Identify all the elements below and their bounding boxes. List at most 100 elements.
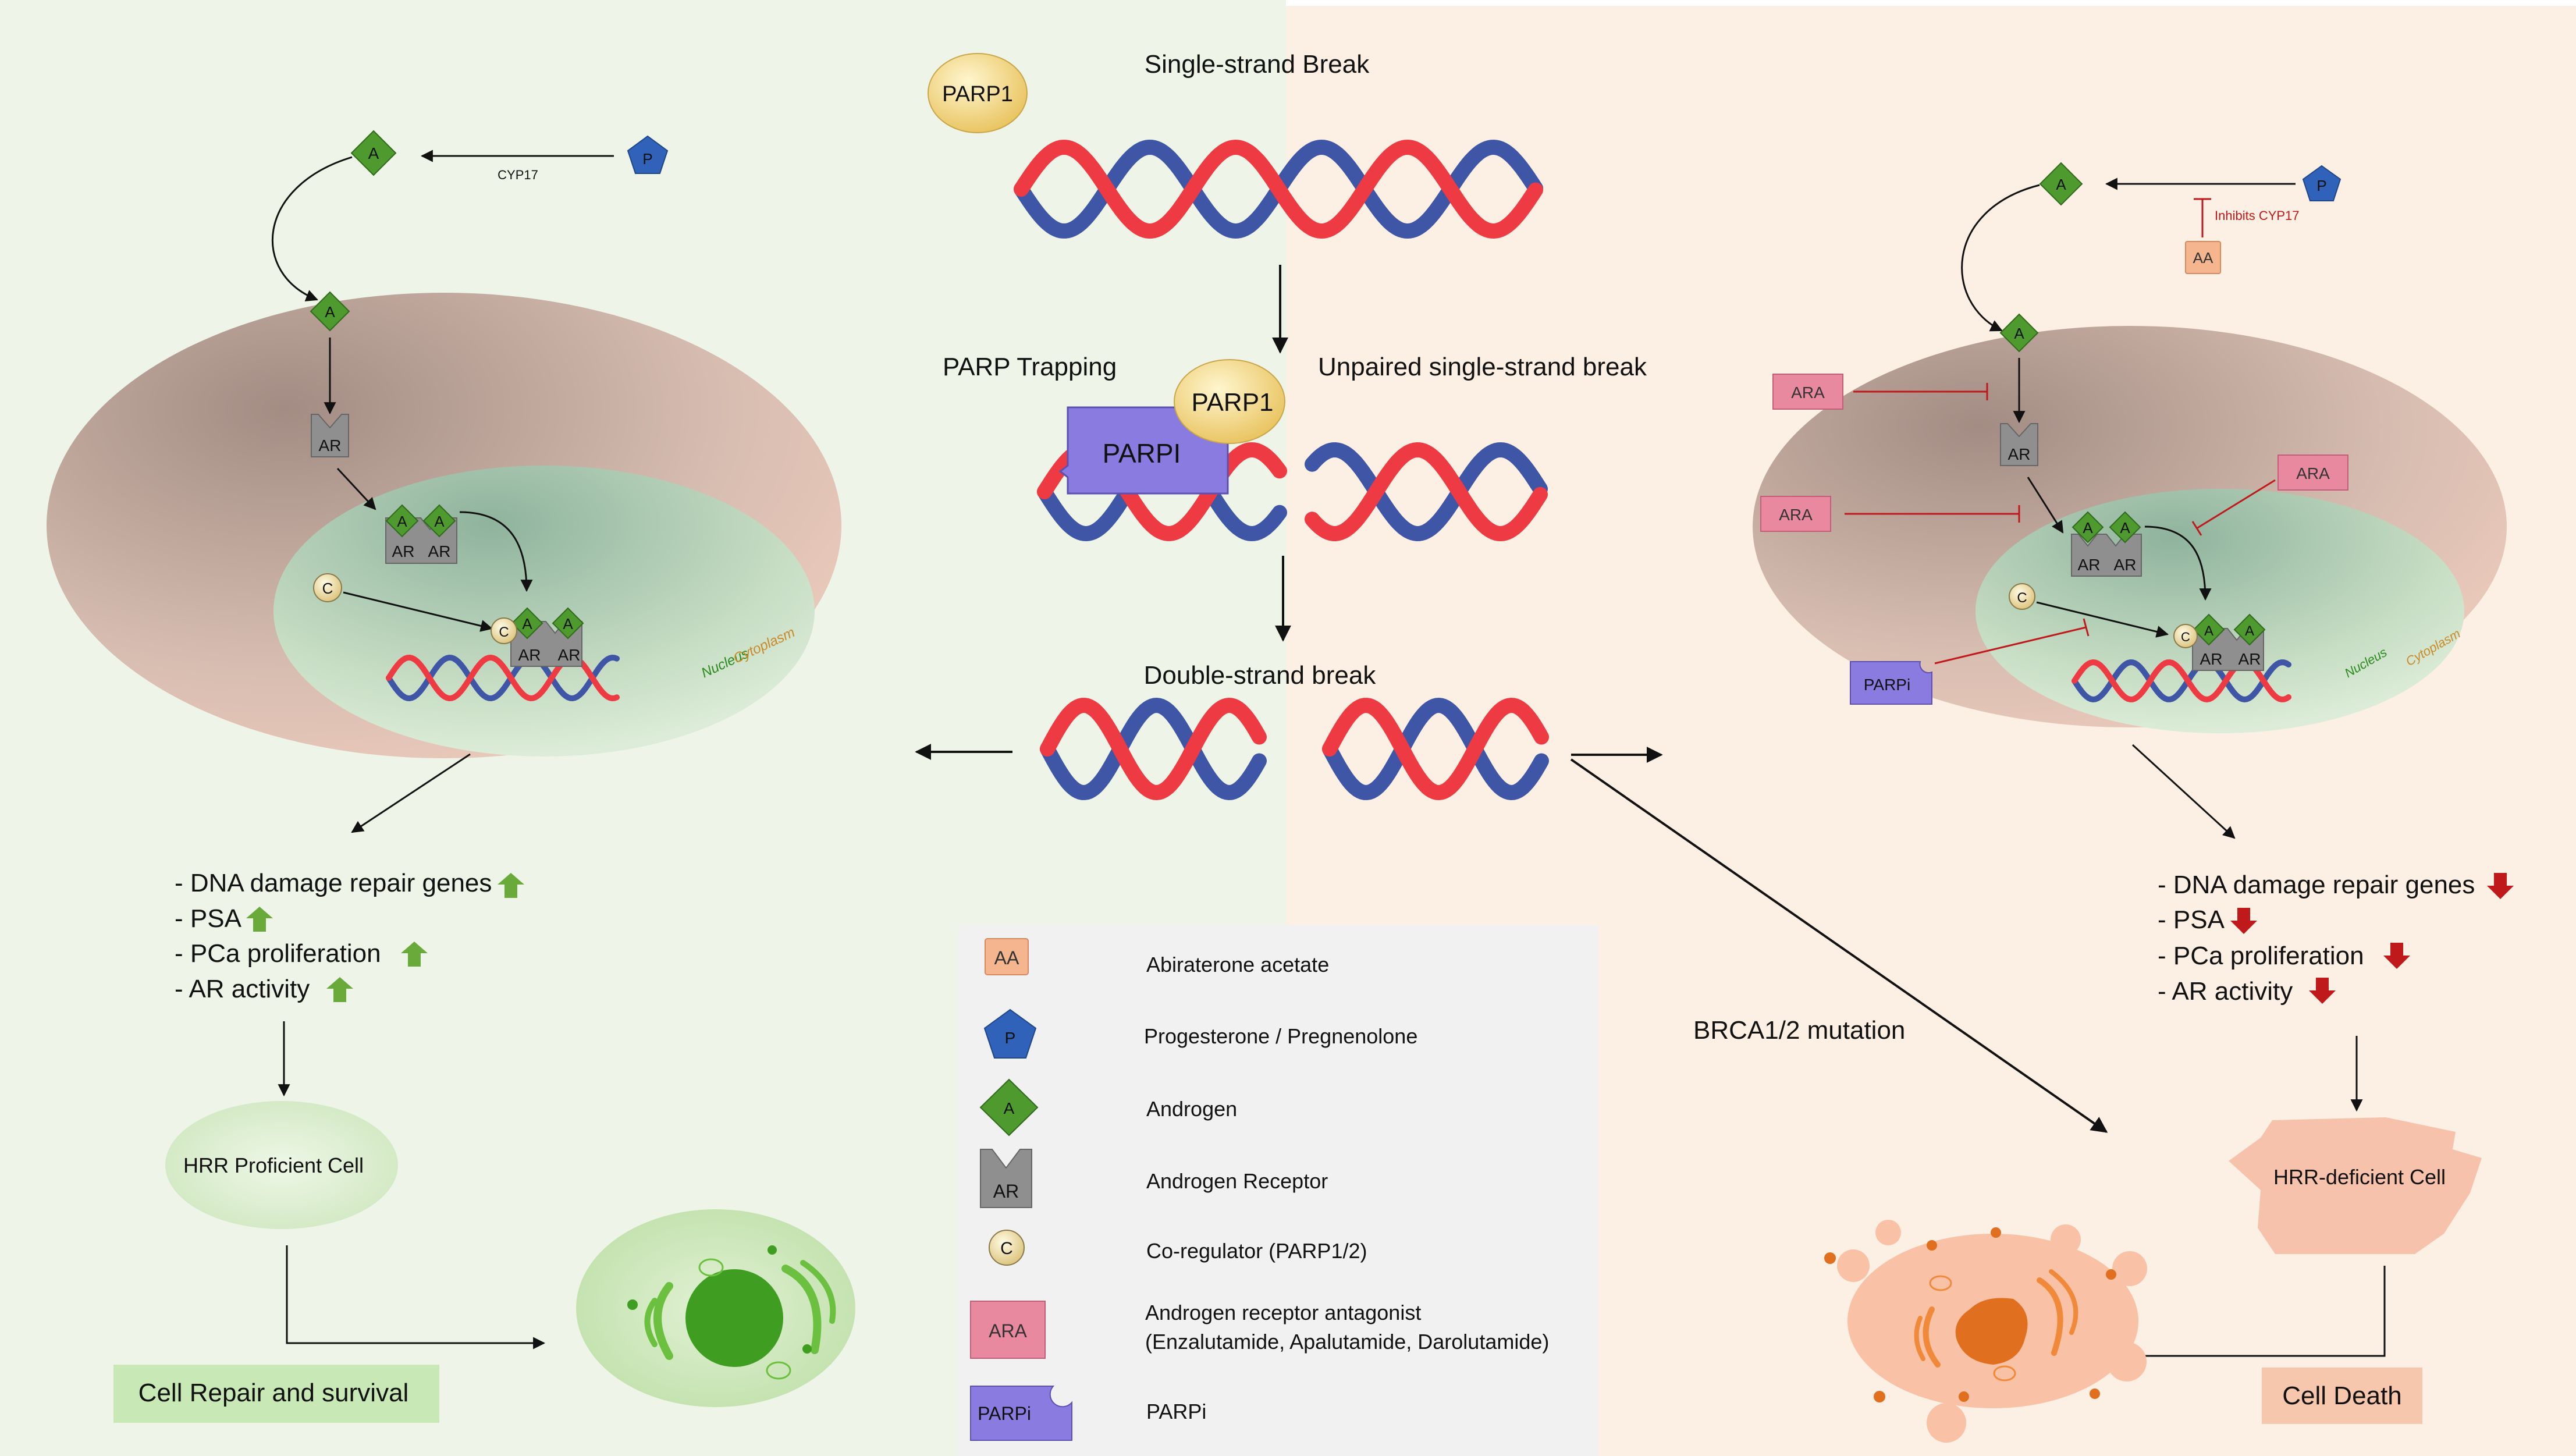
- svg-text:AR: AR: [428, 542, 451, 560]
- legend-label-ara: Androgen receptor antagonist: [1145, 1301, 1421, 1324]
- apoptotic-cell-icon: [1824, 1220, 2147, 1443]
- dna-helix-intact: [1014, 139, 1543, 239]
- cyp17-label: CYP17: [498, 168, 538, 182]
- right-effects-list: - DNA damage repair genes - PSA - PCa pr…: [2158, 871, 2514, 1006]
- dna-strand-blue: [386, 654, 620, 702]
- right-ar-dimer: A A AR AR: [2071, 511, 2142, 577]
- up-arrow-icon: [401, 942, 428, 967]
- parpi-trapping-box: PARPI: [1058, 406, 1229, 495]
- svg-text:ARA: ARA: [2296, 464, 2330, 482]
- dna-strand-red: [1322, 697, 1549, 801]
- svg-text:C: C: [322, 580, 333, 597]
- right-androgen-top: A: [2039, 162, 2083, 206]
- svg-text:A: A: [2245, 623, 2254, 639]
- svg-text:AA: AA: [994, 947, 1019, 968]
- svg-text:A: A: [397, 513, 407, 530]
- svg-text:AR: AR: [993, 1181, 1019, 1202]
- arrow-c-to-complex-right: [2036, 601, 2169, 638]
- right-androgen-receptor: AR: [2000, 423, 2038, 466]
- right-abiraterone: AA: [2185, 241, 2221, 274]
- left-androgen-top: A: [350, 130, 397, 176]
- left-androgen-in-cell: A: [310, 291, 350, 332]
- right-effect-ddr-genes: - DNA damage repair genes: [2158, 871, 2475, 899]
- svg-text:A: A: [1004, 1099, 1015, 1117]
- parp1-enzyme-top: PARP1: [928, 53, 1028, 133]
- left-nucleus: [273, 466, 815, 757]
- arrow-ar-to-complex-right: [2027, 477, 2064, 534]
- svg-text:PARPi: PARPi: [978, 1403, 1031, 1424]
- arrow-c-to-complex-left: [343, 591, 493, 632]
- svg-text:A: A: [2120, 519, 2130, 537]
- dna-strand-blue: [1305, 442, 1548, 542]
- legend-label-androgen: Androgen: [1146, 1097, 1237, 1121]
- dna-strand-red: [1305, 442, 1548, 542]
- step-double-strand-break: Double-strand break: [1144, 661, 1377, 690]
- svg-text:ARA: ARA: [1779, 506, 1813, 524]
- legend-box: [958, 925, 1598, 1456]
- right-outcome-banner: Cell Death: [2262, 1368, 2422, 1424]
- dna-strand-blue: [1040, 697, 1267, 801]
- legend-symbol-coregulator: C: [989, 1230, 1025, 1266]
- left-effects-list: - DNA damage repair genes - PSA - PCa pr…: [175, 869, 524, 1003]
- dna-fragment-left: [1040, 697, 1267, 801]
- legend-label-parpi: PARPi: [1146, 1400, 1206, 1423]
- svg-text:A: A: [368, 144, 379, 162]
- svg-text:P: P: [642, 150, 652, 168]
- svg-text:A: A: [434, 513, 445, 530]
- svg-text:A: A: [522, 615, 532, 633]
- right-effect-ar-activity: - AR activity: [2158, 977, 2293, 1006]
- hrr-proficient-cell: HRR Proficient Cell: [165, 1101, 398, 1229]
- svg-text:AR: AR: [319, 436, 342, 454]
- svg-text:P: P: [1005, 1029, 1016, 1047]
- left-ar-dimer: A A AR AR: [385, 504, 457, 564]
- svg-text:PARPI: PARPI: [1103, 438, 1181, 468]
- arrow-androgen-into-cell-right: [1961, 184, 2040, 332]
- dna-strand-red: [1014, 139, 1543, 239]
- svg-text:AR: AR: [518, 646, 541, 664]
- svg-text:AR: AR: [2078, 556, 2101, 574]
- svg-text:AR: AR: [2239, 650, 2261, 668]
- right-nucleus: [1975, 489, 2464, 733]
- legend-label-abiraterone: Abiraterone acetate: [1146, 953, 1329, 976]
- svg-text:AR: AR: [2114, 556, 2137, 574]
- svg-text:AR: AR: [558, 646, 581, 664]
- left-androgen-receptor: AR: [311, 414, 349, 457]
- parpi-inhibitor: PARPi: [1850, 661, 1932, 705]
- down-arrow-icon: [2383, 943, 2410, 969]
- inhibit-line-ara-2: [1845, 505, 2020, 523]
- left-effect-psa: - PSA: [175, 904, 242, 933]
- svg-text:PARP1: PARP1: [942, 82, 1013, 106]
- arrow-brca-to-hrr-deficient: [1570, 758, 2108, 1133]
- legend-label-coregulator: Co-regulator (PARP1/2): [1146, 1239, 1367, 1263]
- inhibit-line-ara-1: [1853, 383, 1988, 400]
- svg-text:Cell Repair and survival: Cell Repair and survival: [138, 1379, 409, 1407]
- legend-symbol-aa: AA: [985, 938, 1029, 975]
- up-arrow-icon: [246, 907, 273, 932]
- dna-fragment-right: [1322, 697, 1549, 801]
- right-effect-proliferation: - PCa proliferation: [2158, 942, 2364, 970]
- right-progesterone: P: [2302, 165, 2342, 201]
- right-effect-psa: - PSA: [2158, 905, 2225, 934]
- left-coregulator: C: [313, 573, 342, 602]
- arrow-right-cell-to-effects: [2131, 744, 2236, 839]
- up-arrow-icon: [498, 873, 524, 898]
- legend-label-progesterone: Progesterone / Pregnenolone: [1144, 1024, 1417, 1048]
- left-outcome-banner: Cell Repair and survival: [113, 1365, 439, 1423]
- hrr-deficient-cell: HRR-deficient Cell: [2229, 1117, 2482, 1254]
- parp1-enzyme-trapped: PARP1: [1174, 359, 1285, 444]
- svg-text:AR: AR: [2008, 445, 2031, 463]
- svg-text:C: C: [2017, 590, 2027, 606]
- ara-inhibitor-3: ARA: [2277, 454, 2348, 491]
- left-cell: Nucleus Cytoplasm A AR A A AR AR C: [47, 291, 841, 758]
- ara-inhibitor-1: ARA: [1772, 374, 1843, 410]
- svg-text:A: A: [2056, 176, 2066, 193]
- step-unpaired-ssb: Unpaired single-strand break: [1318, 353, 1647, 381]
- step-single-strand-break: Single-strand Break: [1145, 50, 1370, 79]
- svg-text:P: P: [2316, 177, 2326, 194]
- inhibit-cyp17-bar: [2194, 198, 2211, 237]
- up-arrow-icon: [326, 977, 353, 1002]
- brca-mutation-label: BRCA1/2 mutation: [1693, 1016, 1905, 1045]
- svg-text:Cell Death: Cell Death: [2282, 1382, 2401, 1410]
- dna-strand-red: [1040, 697, 1267, 801]
